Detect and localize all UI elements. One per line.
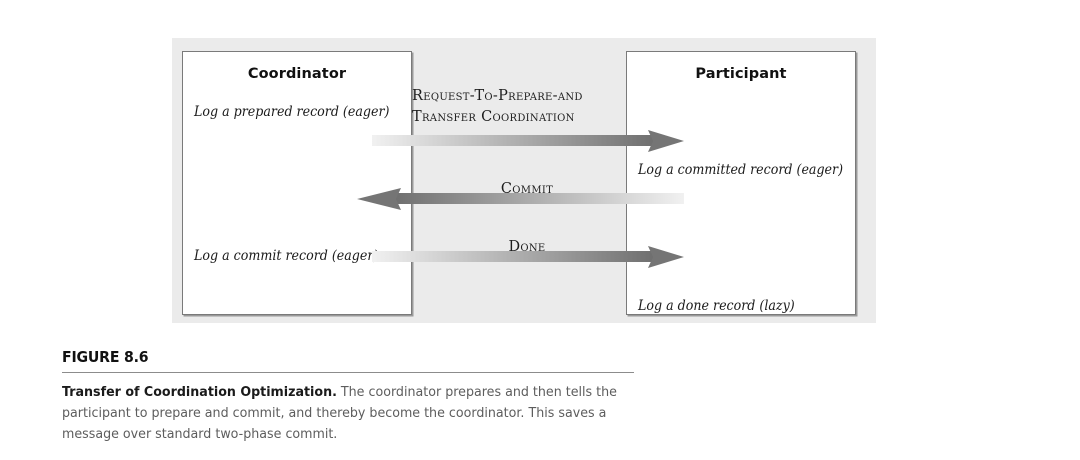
figure-caption-block: FIGURE 8.6 Transfer of Coordination Opti… — [62, 348, 634, 445]
message-label-request-to-prepare: Request-To-Prepare-and Transfer Coordina… — [412, 86, 636, 128]
arrow-done-rightward — [372, 246, 684, 268]
coordinator-log-commit-note: Log a commit record (eager) — [194, 248, 379, 264]
participant-box: Participant Log a committed record (eage… — [626, 51, 856, 315]
participant-log-committed-note: Log a committed record (eager) — [638, 162, 844, 178]
caption-text: Transfer of Coordination Optimization. T… — [62, 382, 633, 445]
coordinator-log-prepared-note: Log a prepared record (eager) — [194, 104, 390, 120]
message-label-request-line2: Transfer Coordination — [412, 109, 575, 125]
arrow-commit-leftward — [357, 188, 684, 210]
coordinator-title: Coordinator — [247, 66, 347, 82]
caption-lead-title: Transfer of Coordination Optimization. — [62, 385, 337, 400]
arrow-request-to-prepare-rightward — [372, 130, 684, 152]
figure-diagram-panel: Coordinator Log a prepared record (eager… — [172, 38, 876, 323]
participant-title: Participant — [695, 66, 787, 82]
message-label-request-line1: Request-To-Prepare-and — [412, 88, 583, 104]
participant-log-done-note: Log a done record (lazy) — [638, 298, 795, 314]
coordinator-box: Coordinator Log a prepared record (eager… — [182, 51, 412, 315]
figure-number-label: FIGURE 8.6 — [62, 348, 149, 366]
caption-divider — [62, 372, 634, 373]
caption-body-text: The coordinator prepares and then tells … — [62, 385, 617, 442]
